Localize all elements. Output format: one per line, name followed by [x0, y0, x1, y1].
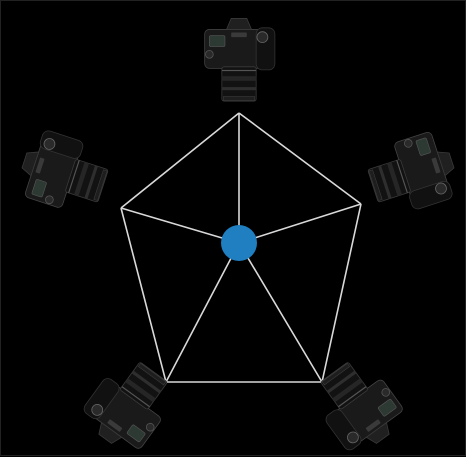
- spoke-line: [239, 204, 361, 243]
- pentagon-edge: [239, 113, 361, 204]
- camera-lower-left-icon: [76, 351, 181, 457]
- camera-upper-left-icon: [14, 126, 114, 218]
- center-node: [221, 225, 257, 261]
- camera-top-icon: [205, 18, 275, 101]
- spoke-line: [166, 243, 239, 382]
- spoke-line: [239, 243, 322, 382]
- pentagon-edge: [121, 113, 239, 208]
- camera-upper-right-icon: [362, 128, 462, 220]
- pentagon-edge: [322, 204, 361, 382]
- camera-lower-right-icon: [305, 352, 410, 457]
- spoke-line: [121, 208, 239, 243]
- pentagon-edge: [121, 208, 166, 382]
